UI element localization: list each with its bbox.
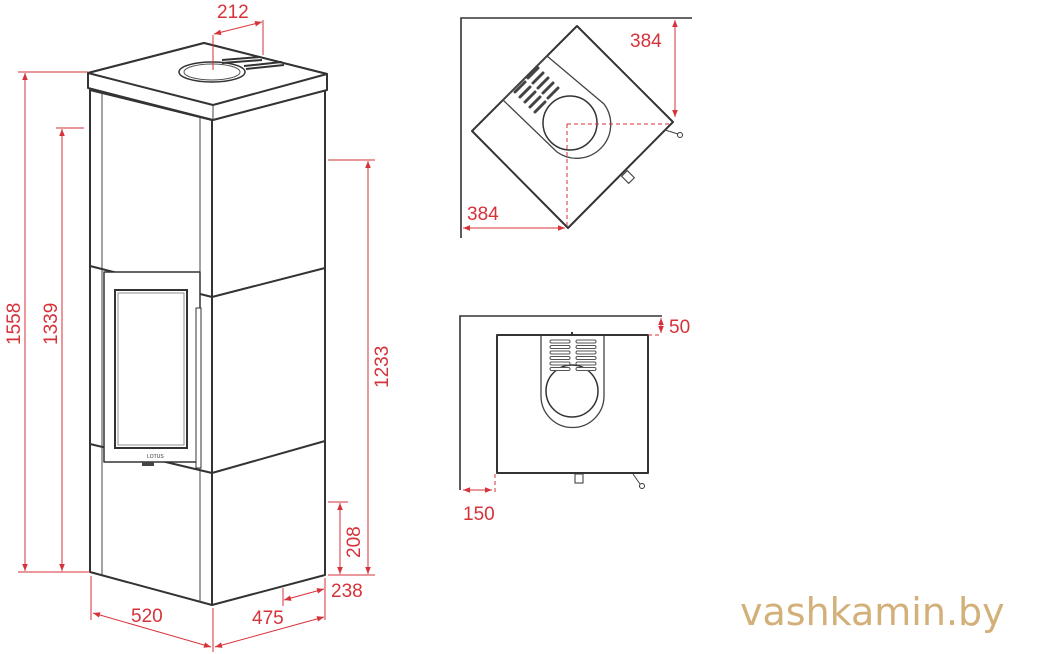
dimension-520: 520 bbox=[90, 576, 214, 652]
stove-plan-outline bbox=[496, 334, 649, 474]
svg-text:238: 238 bbox=[331, 581, 363, 602]
dimension-384-side: 384 bbox=[463, 204, 565, 231]
dimension-150: 150 bbox=[463, 474, 496, 525]
dimension-1339: 1339 bbox=[41, 127, 84, 571]
svg-text:208: 208 bbox=[344, 526, 365, 558]
stove-plan-outline bbox=[471, 25, 674, 229]
flue-outlet bbox=[545, 364, 599, 418]
dimension-50: 50 bbox=[648, 317, 690, 338]
dimension-475: 475 bbox=[214, 578, 326, 648]
svg-text:1339: 1339 bbox=[41, 303, 62, 345]
stove-front-view: LOTUS bbox=[87, 42, 328, 606]
dimension-212: 212 bbox=[212, 2, 264, 70]
stove-top-slab bbox=[87, 42, 328, 121]
svg-text:50: 50 bbox=[669, 317, 690, 338]
stove-right-face bbox=[211, 89, 326, 606]
wall-plan-view: 50 150 bbox=[459, 315, 690, 525]
svg-text:475: 475 bbox=[252, 608, 284, 629]
flue-outlet bbox=[542, 95, 598, 151]
dimension-238: 238 bbox=[282, 581, 363, 606]
corner-plan-view: 384 384 bbox=[460, 17, 692, 238]
dimension-384-back: 384 bbox=[630, 20, 678, 117]
stove-door: LOTUS bbox=[103, 271, 202, 469]
plan-vent-grille bbox=[549, 339, 597, 371]
flue-plate bbox=[502, 55, 612, 159]
svg-text:150: 150 bbox=[463, 504, 495, 525]
svg-text:212: 212 bbox=[217, 2, 249, 23]
svg-text:520: 520 bbox=[131, 606, 163, 627]
top-vent-grille bbox=[221, 56, 285, 70]
back-and-side-walls bbox=[459, 315, 662, 490]
plan-vent-grille bbox=[513, 66, 560, 114]
flue-plate bbox=[540, 336, 605, 429]
corner-walls bbox=[460, 17, 692, 238]
svg-text:1233: 1233 bbox=[372, 346, 393, 388]
svg-text:384: 384 bbox=[467, 204, 499, 225]
door-logo: LOTUS bbox=[147, 454, 164, 460]
dimension-1558: 1558 bbox=[4, 71, 90, 573]
svg-text:384: 384 bbox=[630, 31, 662, 52]
dimension-1233: 1233 bbox=[328, 159, 393, 576]
svg-text:1558: 1558 bbox=[4, 303, 25, 345]
watermark: vashkamin.by bbox=[740, 590, 1005, 634]
dimension-208: 208 bbox=[328, 501, 365, 574]
